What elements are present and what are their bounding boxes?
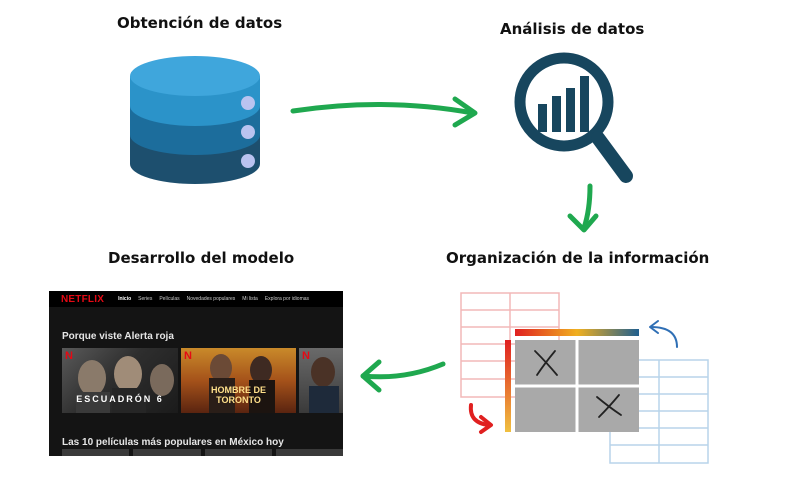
netflix-nav: Inicio Series Películas Novedades popula…	[118, 296, 309, 302]
netflix-logo: NETFLIX	[61, 293, 105, 305]
netflix-badge: N	[65, 350, 73, 362]
nav-inicio[interactable]: Inicio	[118, 296, 132, 302]
tile-caption: ESCUADRÓN 6	[76, 394, 164, 404]
magnifier-chart-icon	[514, 52, 633, 183]
nav-mi-lista[interactable]: Mi lista	[242, 296, 258, 302]
nav-idiomas[interactable]: Explora por idiomas	[264, 296, 310, 302]
row-tiles-top10	[62, 449, 343, 456]
nav-peliculas[interactable]: Películas	[159, 296, 180, 302]
step-title-desarrollo: Desarrollo del modelo	[108, 249, 295, 267]
nav-novedades[interactable]: Novedades populares	[186, 296, 236, 302]
row-title-top10: Las 10 películas más populares en México…	[62, 437, 284, 448]
tile-artwork	[309, 357, 339, 413]
movie-tile-3[interactable]: N	[299, 348, 343, 413]
row-title-porque-viste: Porque viste Alerta roja	[62, 331, 174, 342]
tile-artwork	[76, 356, 174, 413]
tile-artwork	[209, 354, 275, 413]
step-title-obtencion: Obtención de datos	[117, 14, 283, 32]
arrow-obtencion-analisis	[290, 96, 478, 128]
tile-placeholder[interactable]	[133, 449, 201, 456]
netflix-badge: N	[184, 350, 192, 362]
step-title-analisis: Análisis de datos	[500, 20, 645, 38]
arrow-analisis-organizacion	[567, 183, 599, 233]
nav-series[interactable]: Series	[138, 296, 153, 302]
tile-caption: HOMBRE DE TORONTO	[210, 385, 266, 405]
step-title-organizacion: Organización de la información	[446, 249, 710, 267]
movie-tile-escuadron[interactable]: N ESCUADRÓN 6	[62, 348, 178, 413]
tile-placeholder[interactable]	[62, 449, 130, 456]
tile-placeholder[interactable]	[275, 449, 343, 456]
database-icon	[130, 56, 260, 184]
netflix-screenshot: NETFLIX Inicio Series Películas Novedade…	[49, 291, 343, 456]
matrix-icon	[460, 292, 709, 464]
netflix-topbar: NETFLIX Inicio Series Películas Novedade…	[49, 291, 343, 307]
movie-tile-toronto[interactable]: N HOMBRE DE TORONTO	[181, 348, 296, 413]
arrow-organizacion-desarrollo	[360, 359, 446, 393]
netflix-badge: N	[302, 350, 310, 362]
tile-placeholder[interactable]	[204, 449, 272, 456]
